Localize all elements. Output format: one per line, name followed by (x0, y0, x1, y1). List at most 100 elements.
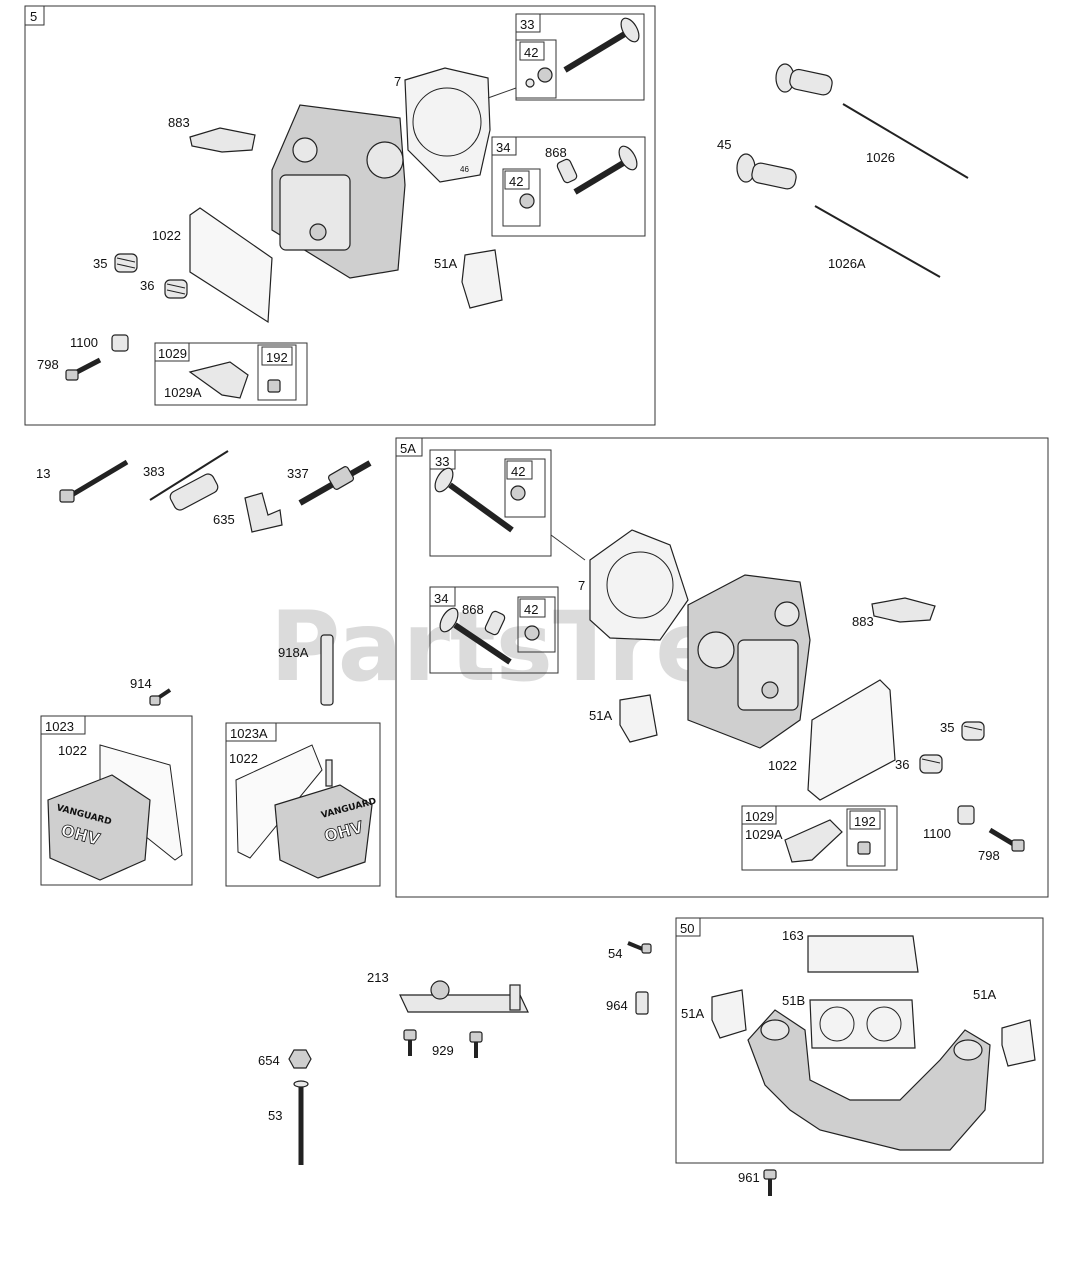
label-883-top: 883 (168, 115, 190, 130)
cylinder-head-5A (687, 574, 811, 749)
box-33b-label: 33 (435, 454, 449, 469)
label-45: 45 (717, 137, 731, 152)
label-798-mid: 798 (978, 848, 1000, 863)
group-5-frame (24, 5, 656, 426)
intake-valve-5A (434, 467, 514, 533)
box-34-mid (429, 586, 559, 674)
box-34-label: 34 (496, 140, 510, 155)
bolt-13 (59, 459, 129, 503)
box-33-label: 33 (520, 17, 534, 32)
box-34b-label: 34 (434, 591, 448, 606)
label-961: 961 (738, 1170, 760, 1185)
head-gasket: 46 (404, 67, 491, 183)
label-35-mid: 35 (940, 720, 954, 735)
lifter-top (775, 63, 833, 96)
valve-keeper-2 (519, 193, 535, 209)
box-42b-label: 42 (509, 174, 523, 189)
box-1023 (40, 715, 193, 886)
spark-plug-337 (298, 460, 372, 506)
valve-keeper (525, 67, 553, 88)
box-33-mid (429, 449, 552, 557)
group-50-frame (675, 917, 1044, 1164)
group-5A-frame (395, 437, 1049, 898)
box-192-label: 192 (266, 350, 288, 365)
label-1026A: 1026A (828, 256, 866, 271)
breather-tube-383 (149, 450, 229, 511)
sleeve-964 (635, 991, 649, 1015)
push-rod-1026A (814, 205, 941, 278)
box-1029-mid (741, 805, 898, 871)
box-1029-top (154, 342, 308, 406)
label-36-mid: 36 (895, 757, 909, 772)
label-213: 213 (367, 970, 389, 985)
label-337: 337 (287, 466, 309, 481)
bolt-798-5A (988, 827, 1025, 852)
box-1023A (225, 722, 381, 887)
label-798-top: 798 (37, 357, 59, 372)
tube-918A (320, 634, 334, 706)
box-34-top (491, 136, 646, 237)
label-868-top: 868 (545, 145, 567, 160)
label-1029A-mid: 1029A (745, 827, 783, 842)
stud-53 (293, 1080, 309, 1165)
label-929: 929 (432, 1043, 454, 1058)
spring-36 (164, 279, 188, 299)
intake-valve (563, 17, 640, 73)
label-1100-top: 1100 (70, 335, 98, 350)
label-53: 53 (268, 1108, 282, 1123)
spring-35-5A (961, 721, 985, 741)
clip-1100 (111, 334, 129, 352)
label-1100-mid: 1100 (923, 826, 951, 841)
cover-gasket-1022 (189, 207, 273, 324)
gasket-51A-left (711, 989, 747, 1039)
rocker-arm-5A (784, 819, 843, 863)
box-42d-label: 42 (524, 602, 538, 617)
screw-929-b (469, 1031, 483, 1058)
lifter-45 (736, 153, 797, 190)
gasket-51A-right (1001, 1019, 1036, 1067)
push-rod-1026 (842, 103, 969, 179)
label-51A-right: 51A (973, 987, 996, 1002)
group-5A-label: 5A (400, 441, 416, 456)
box-1023-label: 1023 (45, 719, 74, 734)
label-918A: 918A (278, 645, 309, 660)
label-1022-cover-a: 1022 (229, 751, 258, 766)
label-7-top: 7 (394, 74, 401, 89)
label-51A-mid: 51A (589, 708, 612, 723)
label-51B: 51B (782, 993, 805, 1008)
screw-929-a (403, 1029, 417, 1056)
label-54: 54 (608, 946, 622, 961)
nut-654 (288, 1049, 312, 1069)
bracket-213 (399, 980, 529, 1013)
nut-192 (267, 379, 281, 393)
label-7-mid: 7 (578, 578, 585, 593)
cover-gasket-1022-5A (807, 679, 896, 801)
label-1022-top: 1022 (152, 228, 181, 243)
gasket-163 (807, 935, 919, 973)
valve-cover-1023: VANGUARD OHV (47, 744, 183, 881)
intake-gasket-51A-5A (619, 694, 658, 743)
label-51A-top: 51A (434, 256, 457, 271)
label-1022-mid: 1022 (768, 758, 797, 773)
box-1023A-label: 1023A (230, 726, 268, 741)
label-914: 914 (130, 676, 152, 691)
cylinder-head (271, 104, 406, 279)
valve-cover-1023A: VANGUARD OHV (235, 744, 377, 879)
label-635: 635 (213, 512, 235, 527)
bolt-798 (65, 357, 102, 381)
gasket-51B (809, 999, 916, 1049)
label-13: 13 (36, 466, 50, 481)
box-42-label: 42 (524, 45, 538, 60)
label-383: 383 (143, 464, 165, 479)
label-883-mid: 883 (852, 614, 874, 629)
label-35-top: 35 (93, 256, 107, 271)
label-36-top: 36 (140, 278, 154, 293)
elbow-635 (244, 492, 283, 533)
label-868-mid: 868 (462, 602, 484, 617)
label-163: 163 (782, 928, 804, 943)
screw-54 (627, 941, 652, 954)
intake-manifold-50 (747, 1009, 991, 1151)
group-50-label: 50 (680, 921, 694, 936)
exhaust-gasket-883 (189, 127, 256, 153)
